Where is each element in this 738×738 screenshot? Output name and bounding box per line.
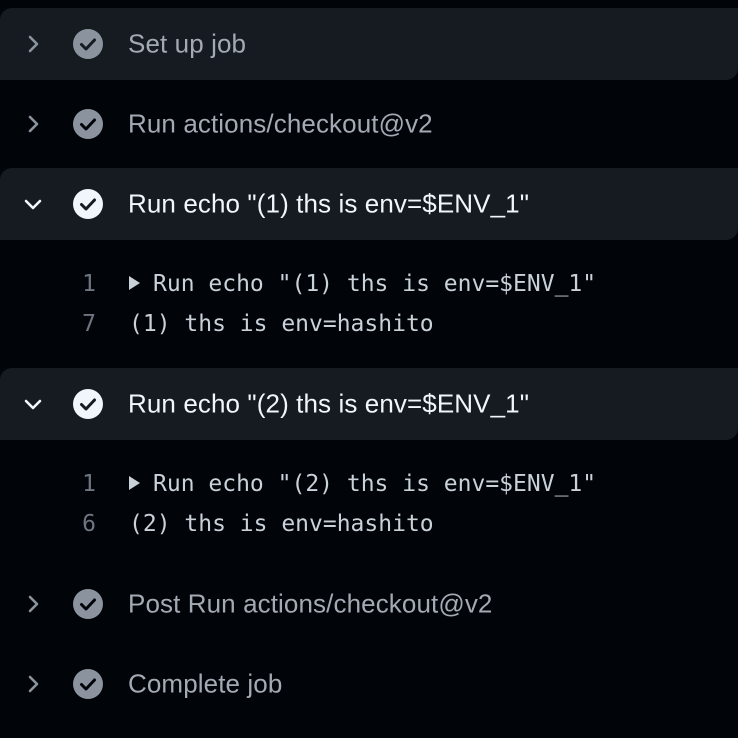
expand-triangle-icon[interactable] <box>129 275 140 290</box>
step-set-up-job[interactable]: Set up job <box>0 8 738 80</box>
log-line: 6 (2) ths is env=hashito <box>0 504 738 544</box>
line-number: 6 <box>82 511 96 537</box>
check-circle-icon <box>71 107 105 141</box>
line-number: 1 <box>82 471 96 497</box>
line-number: 7 <box>82 311 96 337</box>
check-circle-icon <box>71 587 105 621</box>
chevron-right-icon[interactable] <box>22 113 44 135</box>
chevron-right-icon[interactable] <box>22 33 44 55</box>
step-label: Set up job <box>128 28 247 59</box>
step-label: Post Run actions/checkout@v2 <box>128 588 493 619</box>
check-circle-icon <box>71 667 105 701</box>
log-text: (2) ths is env=hashito <box>129 511 434 537</box>
step-post-run-checkout[interactable]: Post Run actions/checkout@v2 <box>0 568 738 640</box>
chevron-right-icon[interactable] <box>22 593 44 615</box>
line-number: 1 <box>82 271 96 297</box>
step-label: Run actions/checkout@v2 <box>128 108 433 139</box>
check-circle-icon <box>71 27 105 61</box>
step-complete-job[interactable]: Complete job <box>0 648 738 720</box>
log-line: 7 (1) ths is env=hashito <box>0 304 738 344</box>
step-label: Complete job <box>128 668 283 699</box>
expand-triangle-icon[interactable] <box>129 475 140 490</box>
step-run-checkout[interactable]: Run actions/checkout@v2 <box>0 88 738 160</box>
chevron-down-icon[interactable] <box>22 393 44 415</box>
log-text: Run echo "(1) ths is env=$ENV_1" <box>153 271 597 297</box>
step-run-echo-2[interactable]: Run echo "(2) ths is env=$ENV_1" <box>0 368 738 440</box>
log-line[interactable]: 1 Run echo "(1) ths is env=$ENV_1" <box>0 264 738 304</box>
check-circle-icon <box>71 187 105 221</box>
chevron-right-icon[interactable] <box>22 673 44 695</box>
check-circle-icon <box>71 387 105 421</box>
log-text: Run echo "(2) ths is env=$ENV_1" <box>153 471 597 497</box>
step-run-echo-1[interactable]: Run echo "(1) ths is env=$ENV_1" <box>0 168 738 240</box>
chevron-down-icon[interactable] <box>22 193 44 215</box>
log-text: (1) ths is env=hashito <box>129 311 434 337</box>
step-label: Run echo "(2) ths is env=$ENV_1" <box>128 388 530 419</box>
log-line[interactable]: 1 Run echo "(2) ths is env=$ENV_1" <box>0 464 738 504</box>
step-label: Run echo "(1) ths is env=$ENV_1" <box>128 188 530 219</box>
